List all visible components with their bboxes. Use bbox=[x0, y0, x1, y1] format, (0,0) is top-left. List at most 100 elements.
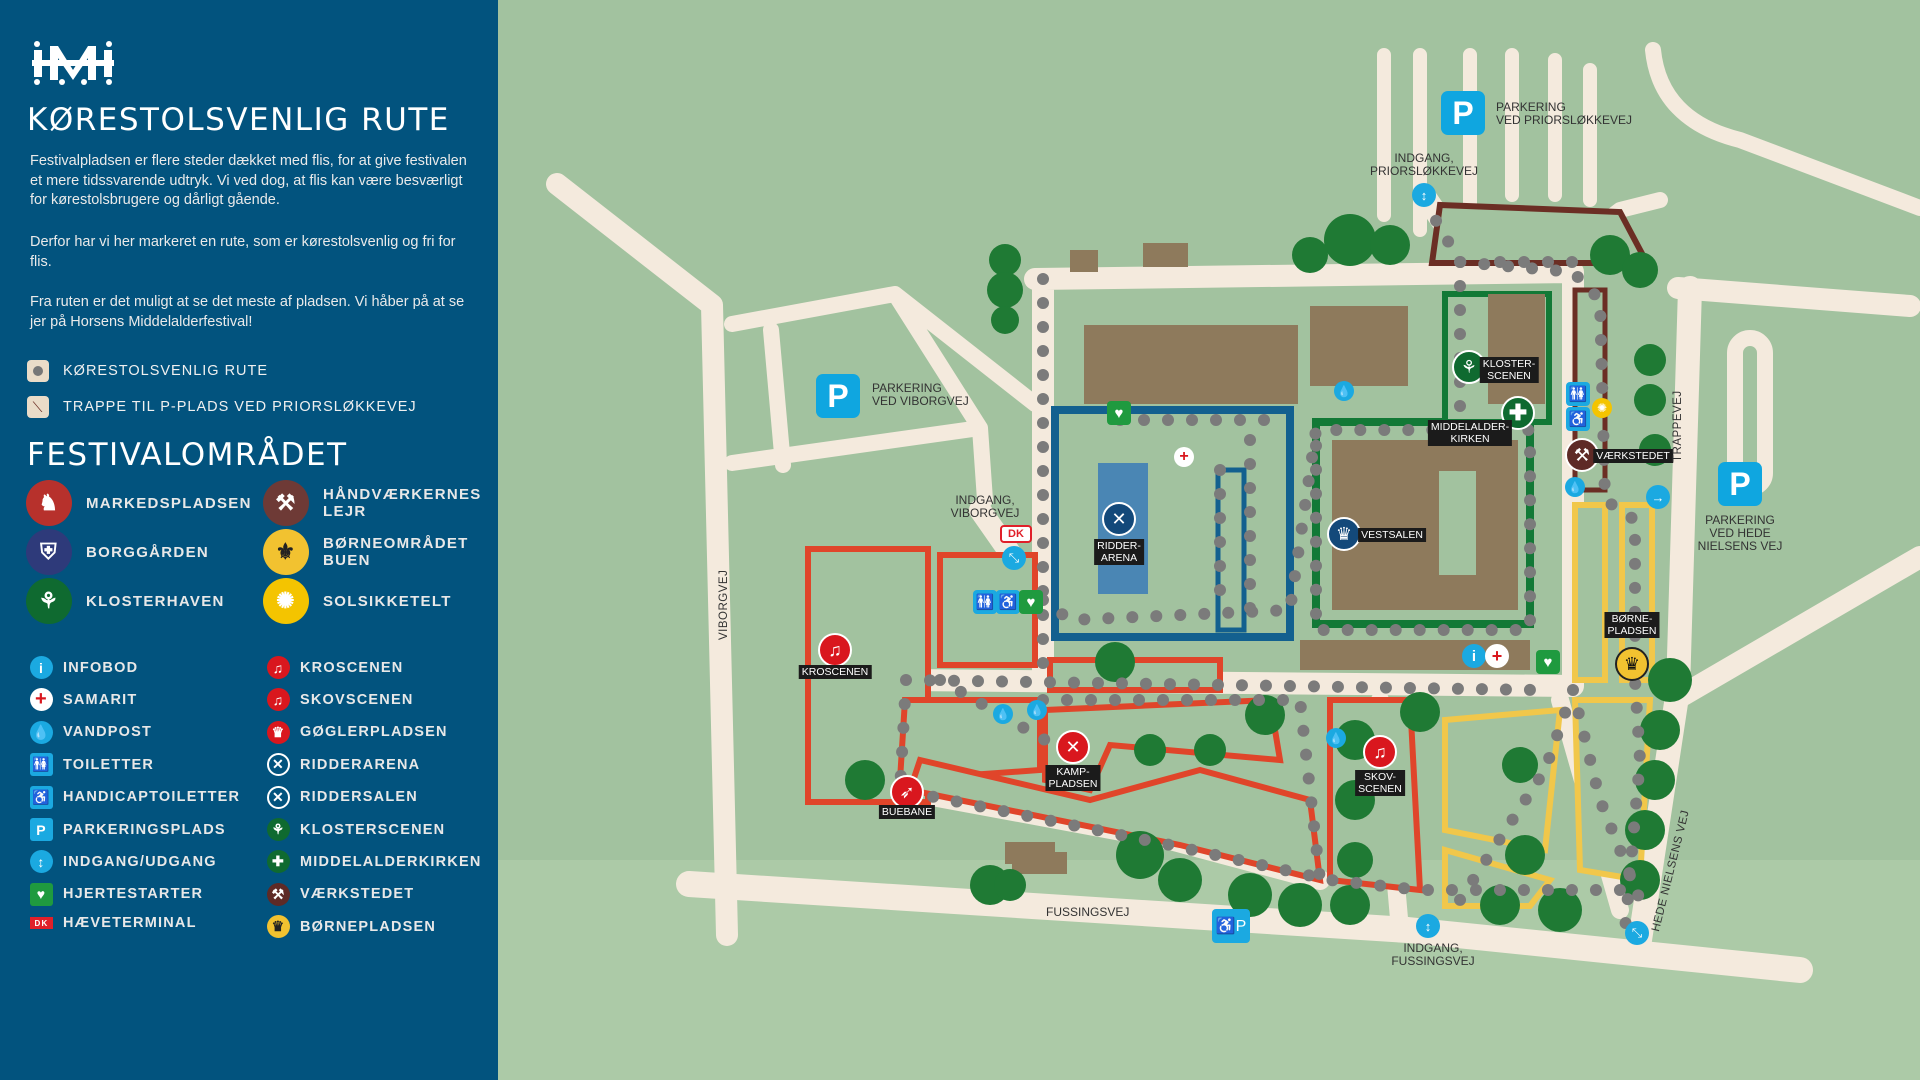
handicap-parking-icon: ♿P bbox=[1212, 909, 1250, 943]
facility-label: SKOVSCENEN bbox=[300, 691, 414, 708]
crossed-swords-icon: ✕ bbox=[267, 785, 290, 809]
closing-paragraph: Fra ruten er det muligt at se det meste … bbox=[30, 294, 465, 330]
label-entrance-viborg: INDGANG, VIBORGVEJ bbox=[950, 493, 1020, 520]
heart-defibrillator-icon: ♥ bbox=[30, 882, 53, 906]
facility-item: ✕ RIDDERSALEN bbox=[267, 785, 418, 809]
bow-icon[interactable]: ➶ bbox=[890, 775, 924, 809]
facility-label: SAMARIT bbox=[63, 691, 138, 708]
wheelchair-icon: ♿ bbox=[30, 785, 53, 809]
facility-label: RIDDERARENA bbox=[300, 756, 421, 773]
entrance-arrow-icon[interactable]: → bbox=[1646, 485, 1670, 509]
tools-icon: ⚒ bbox=[263, 480, 309, 526]
label-klosterscenen: KLOSTER- SCENEN bbox=[1479, 357, 1539, 383]
parking-icon: P bbox=[1718, 462, 1762, 506]
area-label: BORGGÅRDEN bbox=[86, 543, 210, 561]
area-label: BØRNEOMRÅDET BUEN bbox=[323, 535, 469, 569]
music-note-icon[interactable]: ♫ bbox=[818, 633, 852, 667]
facility-label: HÆVETERMINAL bbox=[63, 915, 197, 932]
facility-item: 💧VANDPOST bbox=[30, 720, 152, 744]
heart-defibrillator-icon: ♥ bbox=[1107, 401, 1131, 425]
helmet-icon: ⛨ bbox=[26, 529, 72, 575]
label-viborgvej: VIBORGVEJ bbox=[718, 569, 730, 640]
title-route: KØRESTOLSVENLIG RUTE bbox=[27, 102, 450, 138]
facility-label: GØGLERPLADSEN bbox=[300, 724, 448, 741]
entrance-arrow-icon: ↕ bbox=[30, 850, 53, 874]
legend-sidebar: KØRESTOLSVENLIG RUTE Festivalpladsen er … bbox=[0, 0, 498, 1080]
dankort-icon: DK bbox=[30, 917, 53, 930]
water-drop-icon: 💧 bbox=[30, 720, 53, 744]
red-cross-icon: + bbox=[1174, 447, 1194, 467]
red-cross-icon: + bbox=[30, 688, 53, 712]
knights-zone bbox=[1051, 406, 1294, 641]
heart-defibrillator-icon: ♥ bbox=[1019, 590, 1043, 614]
wheelchair-icon: ♿ bbox=[1566, 407, 1590, 431]
label-kamppladsen: KAMP- PLADSEN bbox=[1045, 765, 1101, 791]
facility-item: P PARKERINGSPLADS bbox=[30, 818, 226, 841]
area-label: KLOSTERHAVEN bbox=[86, 592, 225, 610]
entrance-arrow-icon[interactable]: ⤡ bbox=[1625, 921, 1649, 945]
plant-icon: ⚘ bbox=[267, 818, 290, 841]
parking-icon: P bbox=[30, 818, 53, 841]
label-entrance-priors: INDGANG, PRIORSLØKKEVEJ bbox=[1369, 151, 1479, 178]
accessible-route bbox=[893, 194, 1647, 936]
facility-item: ♥HJERTESTARTER bbox=[30, 882, 203, 906]
area-item: ⚘KLOSTERHAVEN bbox=[26, 578, 256, 624]
facility-label: INFOBOD bbox=[63, 659, 139, 676]
intro-paragraph: Festivalpladsen er flere steder dækket m… bbox=[30, 153, 467, 208]
water-drop-icon: 💧 bbox=[1326, 728, 1346, 748]
label-entrance-fussings: INDGANG, FUSSINGSVEJ bbox=[1391, 941, 1475, 968]
area-label: MARKEDSPLADSEN bbox=[86, 494, 252, 512]
label-parking-priors: PARKERING VED PRIORSLØKKEVEJ bbox=[1496, 100, 1633, 127]
label-boernepladsen: BØRNE- PLADSEN bbox=[1604, 612, 1660, 638]
facility-label: PARKERINGSPLADS bbox=[63, 821, 226, 838]
legend-stairs: ⟍ TRAPPE TIL P-PLADS VED PRIORSLØKKEVEJ bbox=[27, 396, 417, 418]
label-trappevej: TRAPPEVEJ bbox=[1672, 390, 1684, 462]
facility-label: VÆRKSTEDET bbox=[300, 886, 415, 903]
facility-item: DK HÆVETERMINAL bbox=[30, 915, 197, 931]
label-vestsalen: VESTSALEN bbox=[1358, 528, 1426, 542]
crown-icon[interactable]: ♛ bbox=[1615, 647, 1649, 681]
dankort-icon: DK bbox=[1000, 525, 1032, 543]
facility-item: ♫KROSCENEN bbox=[267, 656, 403, 679]
area-label: HÅNDVÆRKERNES LEJR bbox=[323, 486, 482, 520]
crossed-swords-icon[interactable]: ✕ bbox=[1102, 502, 1136, 536]
buildings bbox=[1005, 243, 1545, 874]
label-middelalderkirken: MIDDELALDER- KIRKEN bbox=[1427, 420, 1513, 446]
crown-icon: ♛ bbox=[267, 915, 290, 939]
facility-label: KROSCENEN bbox=[300, 659, 404, 676]
legend-label: TRAPPE TIL P-PLADS VED PRIORSLØKKEVEJ bbox=[63, 399, 417, 415]
legend-label: KØRESTOLSVENLIG RUTE bbox=[63, 363, 269, 379]
lily-shield-icon: ⚜ bbox=[263, 529, 309, 575]
facility-item: ♿HANDICAPTOILETTER bbox=[30, 785, 240, 809]
area-item: ⚜ BØRNEOMRÅDET BUEN bbox=[263, 529, 483, 575]
label-kroscenen: KROSCENEN bbox=[798, 665, 872, 679]
parking-icon: P bbox=[1441, 91, 1485, 135]
music-note-icon[interactable]: ♫ bbox=[1363, 735, 1397, 769]
label-vaerkstedet: VÆRKSTEDET bbox=[1593, 449, 1673, 463]
crossed-swords-icon: ✕ bbox=[267, 753, 290, 777]
title-festival-area: FESTIVALOMRÅDET bbox=[27, 437, 348, 473]
trees bbox=[845, 214, 1692, 932]
toilet-icon: 🚻 bbox=[30, 753, 53, 777]
crossed-swords-icon[interactable]: ✕ bbox=[1056, 730, 1090, 764]
tools-icon: ⚒ bbox=[267, 882, 290, 906]
facility-item: ⚘KLOSTERSCENEN bbox=[267, 818, 445, 841]
facility-label: RIDDERSALEN bbox=[300, 789, 418, 806]
area-item: ⛨ BORGGÅRDEN bbox=[26, 529, 256, 575]
label-buebane: BUEBANE bbox=[878, 805, 936, 819]
area-item: ⚒ HÅNDVÆRKERNES LEJR bbox=[263, 480, 483, 526]
facility-label: BØRNEPLADSEN bbox=[300, 918, 437, 935]
facility-item: 🚻TOILETTER bbox=[30, 753, 154, 777]
facility-item: ✚MIDDELALDERKIRKEN bbox=[267, 850, 482, 874]
water-drop-icon: 💧 bbox=[1334, 381, 1354, 401]
entrance-arrow-icon[interactable]: ⤡ bbox=[1002, 546, 1026, 570]
crown-icon[interactable]: ♛ bbox=[1327, 517, 1361, 551]
entrance-arrow-icon[interactable]: ↕ bbox=[1412, 183, 1436, 207]
facility-label: MIDDELALDERKIRKEN bbox=[300, 853, 482, 870]
stairs-icon: ⟍ bbox=[27, 396, 49, 418]
label-parking-viborg: PARKERING VED VIBORGVEJ bbox=[872, 381, 969, 408]
facility-item: ⚒ VÆRKSTEDET bbox=[267, 882, 415, 906]
horse-crest-icon: ♞ bbox=[26, 480, 72, 526]
toilet-icon: 🚻 bbox=[973, 590, 997, 614]
entrance-arrow-icon[interactable]: ↕ bbox=[1416, 914, 1440, 938]
